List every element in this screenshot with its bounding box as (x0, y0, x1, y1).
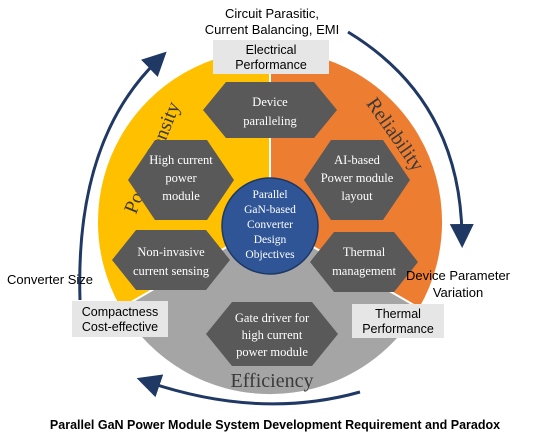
hexagon-label: power (165, 171, 197, 185)
electrical-performance-label: Performance (235, 58, 307, 72)
efficiency-title: Efficiency (231, 370, 314, 392)
electrical-performance-label: Electrical (246, 43, 297, 57)
left-note: Converter Size (7, 272, 93, 287)
center-label: Parallel (252, 189, 287, 201)
center-label: Converter (247, 219, 293, 231)
right-arrow (347, 30, 474, 248)
hexagon-high-current-module: High current power module (128, 140, 234, 220)
hexagon-label: Non-invasive (137, 245, 205, 259)
hexagon-label: High current (149, 153, 213, 167)
bottom-arrow (136, 374, 361, 406)
center-label: Objectives (245, 249, 295, 261)
compactness-label: Compactness (82, 305, 158, 319)
right-note: Device Parameter (406, 268, 511, 283)
hexagon-label: Gate driver for (235, 311, 310, 325)
thermal-performance-box (352, 304, 444, 338)
center-label: Design (254, 234, 287, 246)
center-label: GaN-based (244, 204, 296, 216)
hexagon-device-paralleling: Device paralleling (203, 82, 337, 138)
thermal-performance-label: Thermal (375, 307, 421, 321)
electrical-performance-box (213, 40, 329, 74)
hexagon-label: power module (236, 345, 308, 359)
hexagon-label: Power module (321, 171, 394, 185)
compactness-box (72, 301, 168, 337)
hexagon-gate-driver: Gate driver for high current power modul… (206, 302, 338, 366)
top-note: Current Balancing, EMI (205, 22, 339, 37)
hexagon-label: high current (242, 328, 303, 342)
compactness-label: Cost-effective (82, 320, 158, 334)
hexagon-label: current sensing (133, 264, 210, 278)
center-objectives: Parallel GaN-based Converter Design Obje… (221, 177, 319, 275)
hexagon-current-sensing: Non-invasive current sensing (112, 230, 230, 290)
hexagon-label: management (332, 264, 396, 278)
hexagon-label: paralleling (243, 114, 297, 128)
right-note: Variation (433, 285, 483, 300)
hexagon-label: Thermal (343, 245, 386, 259)
hexagon-label: layout (341, 189, 373, 203)
hexagon-label: Device (252, 95, 288, 109)
hexagon-ai-layout: AI-based Power module layout (304, 140, 410, 220)
hexagon-thermal-management: Thermal management (310, 232, 418, 292)
hexagon-label: AI-based (334, 153, 381, 167)
top-note: Circuit Parasitic, (225, 6, 319, 21)
left-arrow (78, 51, 167, 301)
thermal-performance-label: Performance (362, 322, 434, 336)
figure-caption: Parallel GaN Power Module System Develop… (50, 418, 500, 432)
hexagon-label: module (162, 189, 200, 203)
